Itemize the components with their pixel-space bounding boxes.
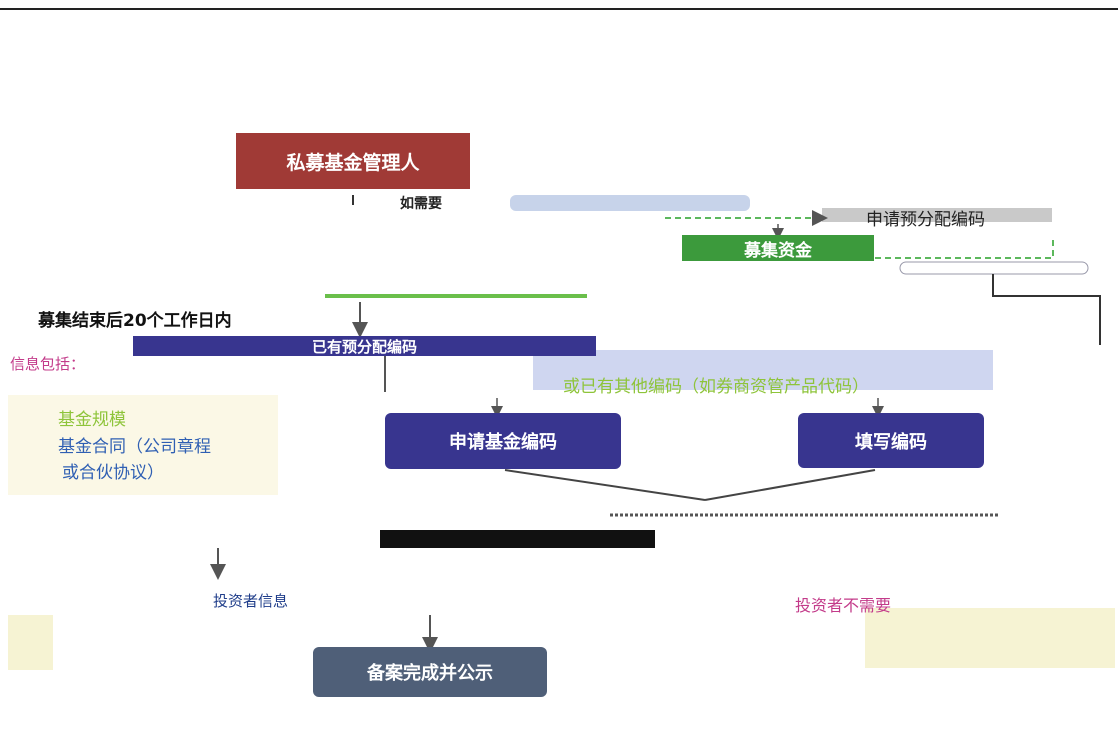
fill-code-node: 填写编码 bbox=[798, 413, 984, 468]
left-cream-panel bbox=[8, 395, 278, 495]
investor-no-need-label: 投资者不需要 bbox=[795, 596, 892, 615]
right-branch-line bbox=[992, 274, 1101, 345]
done-node: 备案完成并公示 bbox=[313, 647, 547, 697]
apply-fund-code-node: 申请基金编码 bbox=[385, 413, 621, 469]
raise-dashed-loop bbox=[875, 238, 1054, 259]
fill-merge-line bbox=[704, 469, 876, 501]
fund-scale-item: 基金规模 bbox=[58, 410, 126, 430]
raise-note-outline bbox=[899, 261, 1089, 275]
investor-info-label: 投资者信息 bbox=[213, 592, 289, 610]
info-includes-label: 信息包括： bbox=[10, 355, 86, 373]
partnership-item: 或合伙协议） bbox=[62, 463, 164, 483]
apply-merge-line bbox=[504, 469, 706, 501]
other-code-label: 或已有其他编码（如券商资管产品代码） bbox=[563, 377, 869, 397]
light-blue-panel bbox=[533, 350, 993, 390]
manager-node: 私募基金管理人 bbox=[236, 133, 470, 189]
apply-pre-code-label: 申请预分配编码 bbox=[866, 210, 985, 230]
bottom-right-cream-panel bbox=[865, 608, 1115, 668]
existing-code-node: 已有预分配编码 bbox=[133, 336, 596, 356]
dark-bar bbox=[380, 530, 655, 548]
fund-contract-item: 基金合同（公司章程 bbox=[58, 437, 211, 457]
if-needed-label: 如需要 bbox=[400, 196, 442, 212]
bottom-left-cream-panel bbox=[8, 615, 53, 670]
raise-funds-node: 募集资金 bbox=[682, 235, 874, 261]
top-rule bbox=[0, 8, 1118, 10]
green-bar bbox=[325, 294, 587, 298]
after-raise-label: 募集结束后20个工作日内 bbox=[38, 311, 232, 331]
gray-bar bbox=[822, 208, 1052, 222]
light-blue-band bbox=[510, 195, 750, 211]
